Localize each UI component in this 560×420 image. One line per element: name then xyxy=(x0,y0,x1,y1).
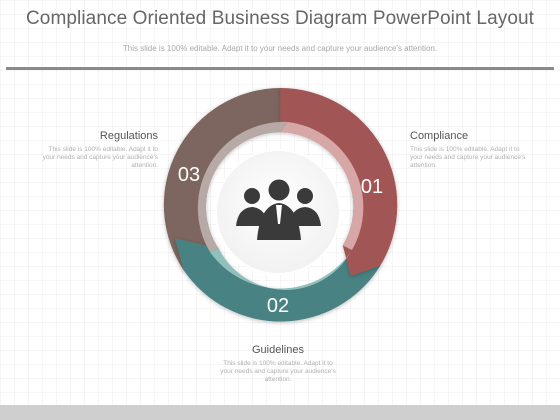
compliance-heading: Compliance xyxy=(410,130,469,142)
title-divider xyxy=(6,67,554,70)
bottom-bar xyxy=(0,405,560,420)
segment-02-inner xyxy=(210,248,352,290)
segment-03-number: 03 xyxy=(178,164,200,186)
segment-02-outer xyxy=(174,238,381,322)
segment-01-number: 01 xyxy=(361,176,383,198)
guidelines-block: Guidelines This slide is 100% editable. … xyxy=(218,344,338,384)
regulations-block: Regulations This slide is 100% editable.… xyxy=(38,130,158,170)
business-team-icon xyxy=(236,179,321,240)
compliance-block: Compliance This slide is 100% editable. … xyxy=(410,130,530,170)
page-title: Compliance Oriented Business Diagram Pow… xyxy=(25,8,535,29)
regulations-heading: Regulations xyxy=(99,130,158,142)
compliance-description: This slide is 100% editable. Adapt it to… xyxy=(410,146,526,169)
guidelines-description: This slide is 100% editable. Adapt it to… xyxy=(220,360,336,383)
page-subtitle: This slide is 100% editable. Adapt it to… xyxy=(122,44,438,53)
segment-03-inner xyxy=(197,121,288,252)
guidelines-heading: Guidelines xyxy=(252,344,304,356)
segment-01-inner xyxy=(280,122,364,250)
segment-02-number: 02 xyxy=(267,295,289,317)
regulations-description: This slide is 100% editable. Adapt it to… xyxy=(42,146,158,169)
